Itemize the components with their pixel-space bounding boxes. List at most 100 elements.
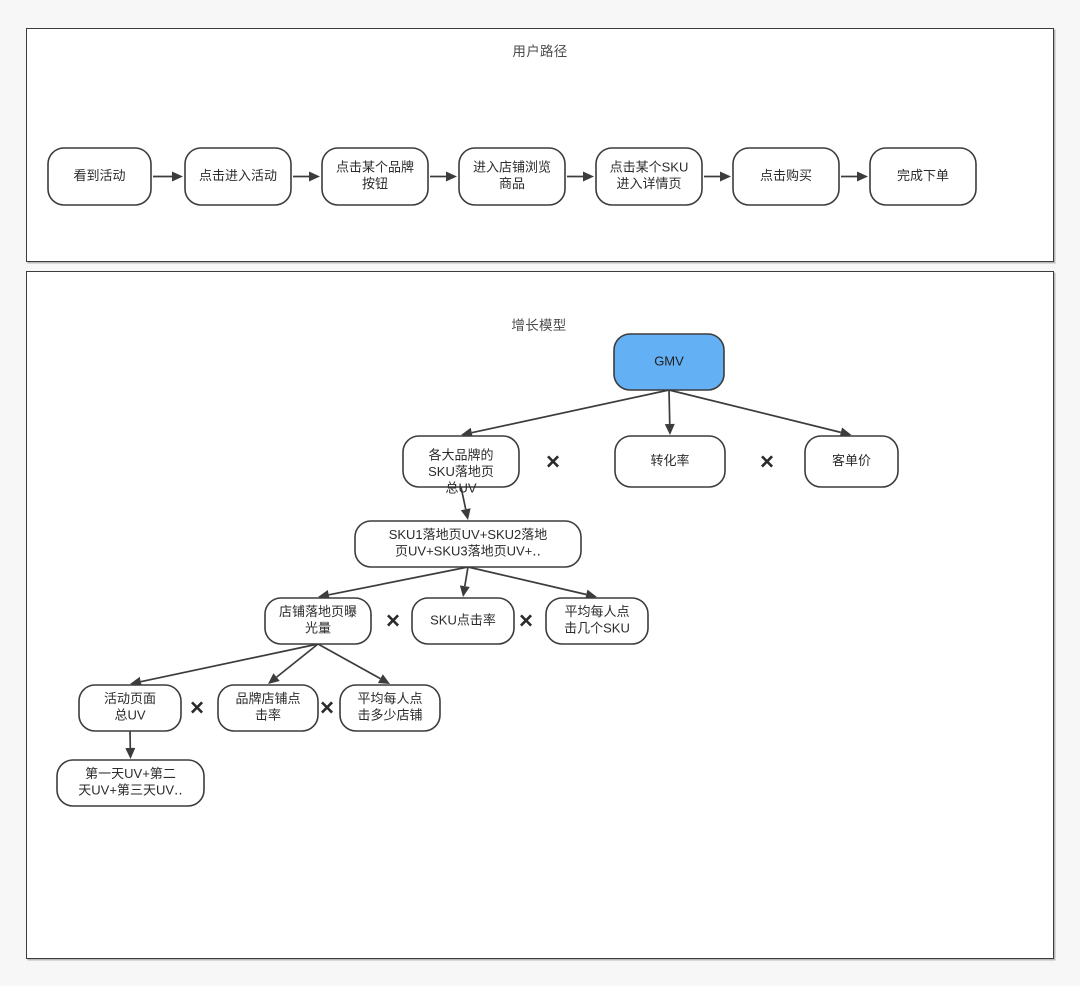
connector-step-1-to-step-2 [153, 171, 183, 182]
edge-line [317, 643, 381, 680]
node-label: 击几个SKU [564, 621, 630, 636]
edge-line [140, 643, 319, 683]
edge-gmv-to-brand-sku-landing-uv [461, 389, 670, 438]
arrow-head [461, 427, 473, 438]
node-shape [184, 147, 292, 206]
edge-shop-landing-exposure-to-avg-shop-clicks [317, 643, 390, 684]
edge-brand-sku-landing-uv-to-sku-uv-sum [460, 486, 471, 520]
node-shape [804, 435, 899, 488]
node-shape [56, 759, 205, 807]
arrow-head [839, 427, 852, 438]
node-shape [614, 435, 726, 488]
node-shape [339, 684, 441, 732]
node-shape [354, 520, 582, 568]
node-shape [217, 684, 319, 732]
node-shape [613, 333, 725, 391]
user-path-step-step-6[interactable]: 点击购买 [732, 147, 840, 206]
edge-sku-uv-sum-to-sku-click-rate [459, 566, 470, 597]
node-label: 转化率 [650, 453, 689, 468]
node-label: 客单价 [832, 453, 871, 468]
node-shape [545, 597, 649, 645]
node-label: 活动页面 [104, 691, 156, 706]
node-label: 总UV [114, 708, 145, 723]
node-label: SKU点击率 [430, 612, 496, 627]
edge-line [467, 566, 587, 596]
node-label: 第一天UV+第二 [85, 766, 176, 781]
user-path-step-step-2[interactable]: 点击进入活动 [184, 147, 292, 206]
growth-node-avg-order-value[interactable]: 客单价 [804, 435, 899, 488]
panel-growth-model [26, 271, 1054, 959]
edge-shop-landing-exposure-to-campaign-page-uv [130, 643, 319, 687]
growth-node-conversion-rate[interactable]: 转化率 [614, 435, 726, 488]
growth-node-gmv[interactable]: GMV [613, 333, 725, 391]
arrow-head [130, 676, 142, 687]
node-label: 点击某个SKU [610, 160, 689, 175]
edge-line [460, 486, 467, 510]
edge-line [328, 566, 469, 596]
node-label: 点击某个品牌 [336, 160, 414, 175]
node-shape [47, 147, 152, 206]
arrow-head [377, 674, 390, 684]
arrow-head [664, 423, 675, 435]
node-label: 看到活动 [73, 168, 125, 183]
connector-step-4-to-step-5 [567, 171, 594, 182]
arrow-head [720, 171, 731, 182]
edge-gmv-to-avg-order-value [668, 389, 852, 438]
node-label: 点击购买 [760, 168, 812, 183]
connector-step-3-to-step-4 [430, 171, 457, 182]
arrow-head [857, 171, 868, 182]
arrow-head [585, 589, 597, 600]
node-shape [321, 147, 429, 206]
node-label: 按钮 [362, 176, 388, 191]
node-label: GMV [654, 353, 684, 368]
user-path-step-step-1[interactable]: 看到活动 [47, 147, 152, 206]
node-shape [78, 684, 182, 732]
node-shape [869, 147, 977, 206]
edge-line [463, 566, 469, 587]
node-label: SKU1落地页UV+SKU2落地 [389, 527, 548, 542]
arrow-head [268, 673, 280, 684]
arrow-head [172, 171, 183, 182]
node-label: 各大品牌的 [428, 447, 493, 462]
arrow-head [459, 585, 470, 597]
edge-line [668, 389, 671, 425]
multiply-operator-op-1: × [546, 449, 560, 476]
node-shape [458, 147, 566, 206]
multiply-operator-op-4: × [519, 608, 533, 635]
node-label: 商品 [499, 176, 525, 191]
node-label: 完成下单 [897, 168, 949, 183]
edge-campaign-page-uv-to-daily-uv-sum [125, 730, 136, 759]
edge-line [276, 643, 319, 678]
multiply-operator-op-2: × [760, 449, 774, 476]
arrow-head [583, 171, 594, 182]
node-label: 进入详情页 [616, 176, 681, 191]
multiply-operator-op-5: × [190, 695, 204, 722]
node-label: 店铺落地页曝 [279, 604, 357, 619]
edge-line [471, 389, 670, 434]
connector-step-2-to-step-3 [293, 171, 320, 182]
arrow-head [460, 508, 471, 520]
user-path-step-step-7[interactable]: 完成下单 [869, 147, 977, 206]
node-layer: 看到活动点击进入活动点击某个品牌按钮进入店铺浏览商品点击某个SKU进入详情页点击… [47, 147, 977, 807]
multiply-operator-op-6: × [320, 695, 334, 722]
node-label: 天UV+第三天UV‥ [78, 783, 182, 798]
node-label: 品牌店铺点 [235, 691, 300, 706]
growth-node-sku-click-rate[interactable]: SKU点击率 [411, 597, 515, 645]
node-label: 击率 [255, 708, 281, 723]
node-label: 击多少店铺 [357, 708, 422, 723]
node-label: 总UV [445, 480, 476, 495]
node-label: 平均每人点 [564, 604, 629, 619]
